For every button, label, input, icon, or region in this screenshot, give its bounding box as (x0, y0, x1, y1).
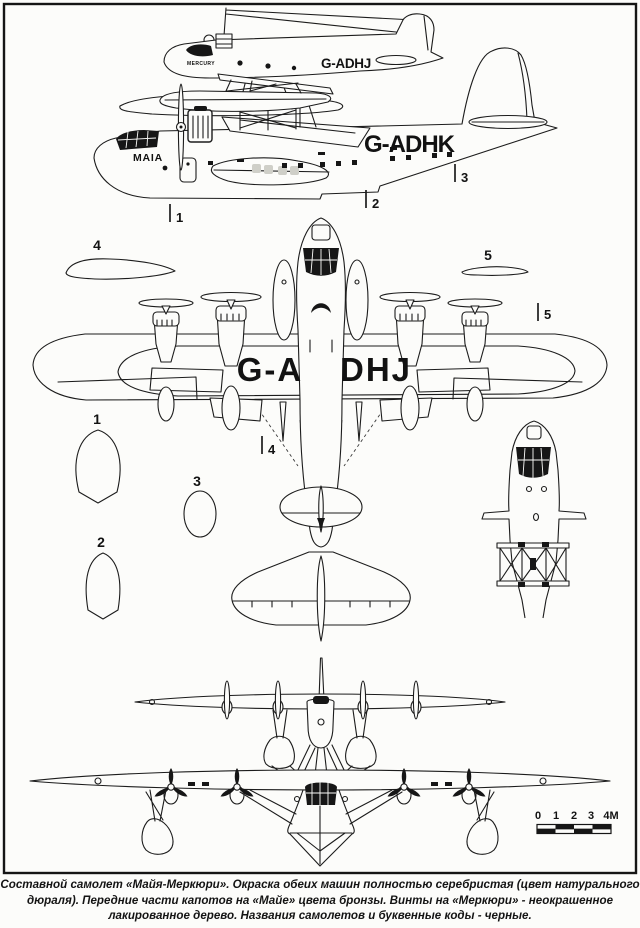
maia-wing-floats-front (141, 789, 499, 855)
scale-tick-3: 3 (588, 810, 594, 822)
engine-nacelle (379, 291, 441, 367)
scale-tick-4: 4M (603, 810, 618, 822)
engine-nacelle (138, 298, 194, 363)
maia-front-view (29, 768, 611, 867)
frame-border (2, 2, 638, 875)
callout-tick-5: 5 (544, 307, 551, 322)
nose-top-detail (481, 420, 587, 619)
mercury-canopy (186, 44, 213, 57)
mercury-tailplane-plan (279, 485, 363, 533)
trestle-top-view (496, 542, 570, 587)
callout-tick-4: 4 (268, 442, 276, 457)
maia-registration: G-ADHK (364, 131, 456, 158)
side-view: MERCURY G-ADHJ MAIA G-ADHK 1 2 3 (93, 7, 558, 225)
mercury-front-floats (263, 709, 377, 769)
caption: Составной самолет «Майя-Меркюри». Окраск… (0, 877, 640, 924)
maia-tail-plan (231, 551, 411, 642)
mercury-float-right-plan (345, 259, 369, 341)
mercury-float-left-plan (272, 259, 296, 341)
mercury-fuselage-front (306, 698, 335, 749)
scale-bar-rule (536, 823, 612, 835)
maia-name-label: MAIA (133, 152, 163, 164)
spinner-section-3 (183, 490, 217, 538)
mercury-tailplane (375, 54, 417, 66)
maia-hull-front (239, 782, 403, 867)
callout-1: 1 (176, 210, 183, 225)
wing-registration-right: DHJ (340, 351, 412, 388)
cowling-section-2 (85, 552, 121, 620)
maia-door (179, 157, 197, 183)
nose-hatch (311, 224, 331, 241)
airfoil-section-5 (461, 266, 529, 276)
plan-engines (138, 291, 503, 367)
mercury-side-view (159, 7, 444, 112)
scale-tick-1: 1 (553, 810, 559, 822)
side-view-callouts: 1 2 3 (169, 164, 468, 225)
caption-line-3: лакированное дерево. Названия самолетов … (108, 909, 532, 922)
scale-tick-2: 2 (571, 810, 577, 822)
maia-cockpit-glazing-top (516, 447, 551, 478)
detail-label-3: 3 (193, 473, 201, 489)
maia-side-view (93, 47, 558, 200)
section-label-4: 4 (93, 237, 101, 253)
detail-label-1: 1 (93, 411, 101, 427)
callout-2: 2 (372, 196, 379, 211)
scale-bar: 0 1 2 3 4M (535, 810, 619, 835)
mercury-front-view (134, 657, 506, 787)
scale-tick-0: 0 (535, 810, 541, 822)
caption-line-2: дюраля). Передние части капотов на «Майе… (26, 893, 614, 907)
mercury-front-engines (221, 680, 422, 720)
engine-nacelle (447, 298, 503, 363)
mercury-wing-plan (117, 345, 576, 397)
wing-registration-left: G-A (237, 351, 304, 388)
maia-wing-front (29, 769, 611, 791)
maia-front-engines (154, 768, 486, 805)
caption-line-1: Составной самолет «Майя-Меркюри». Окраск… (0, 878, 640, 891)
section-label-5: 5 (484, 247, 492, 263)
detail-label-2: 2 (97, 534, 105, 550)
mercury-registration: G-ADHJ (321, 56, 371, 71)
plan-view: 4 5 5 (32, 217, 608, 642)
airfoil-section-4 (65, 258, 176, 280)
engine-nacelle (200, 291, 262, 367)
callout-3: 3 (461, 170, 468, 185)
maia-engine-side (175, 83, 213, 171)
mercury-name-label: MERCURY (187, 61, 215, 67)
front-view (29, 657, 611, 867)
cowling-section-1 (75, 429, 121, 504)
mercury-fuselage-plan (295, 217, 347, 548)
maia-cockpit-glazing-front (305, 782, 337, 805)
detail-sections: 1 2 3 (75, 411, 217, 620)
